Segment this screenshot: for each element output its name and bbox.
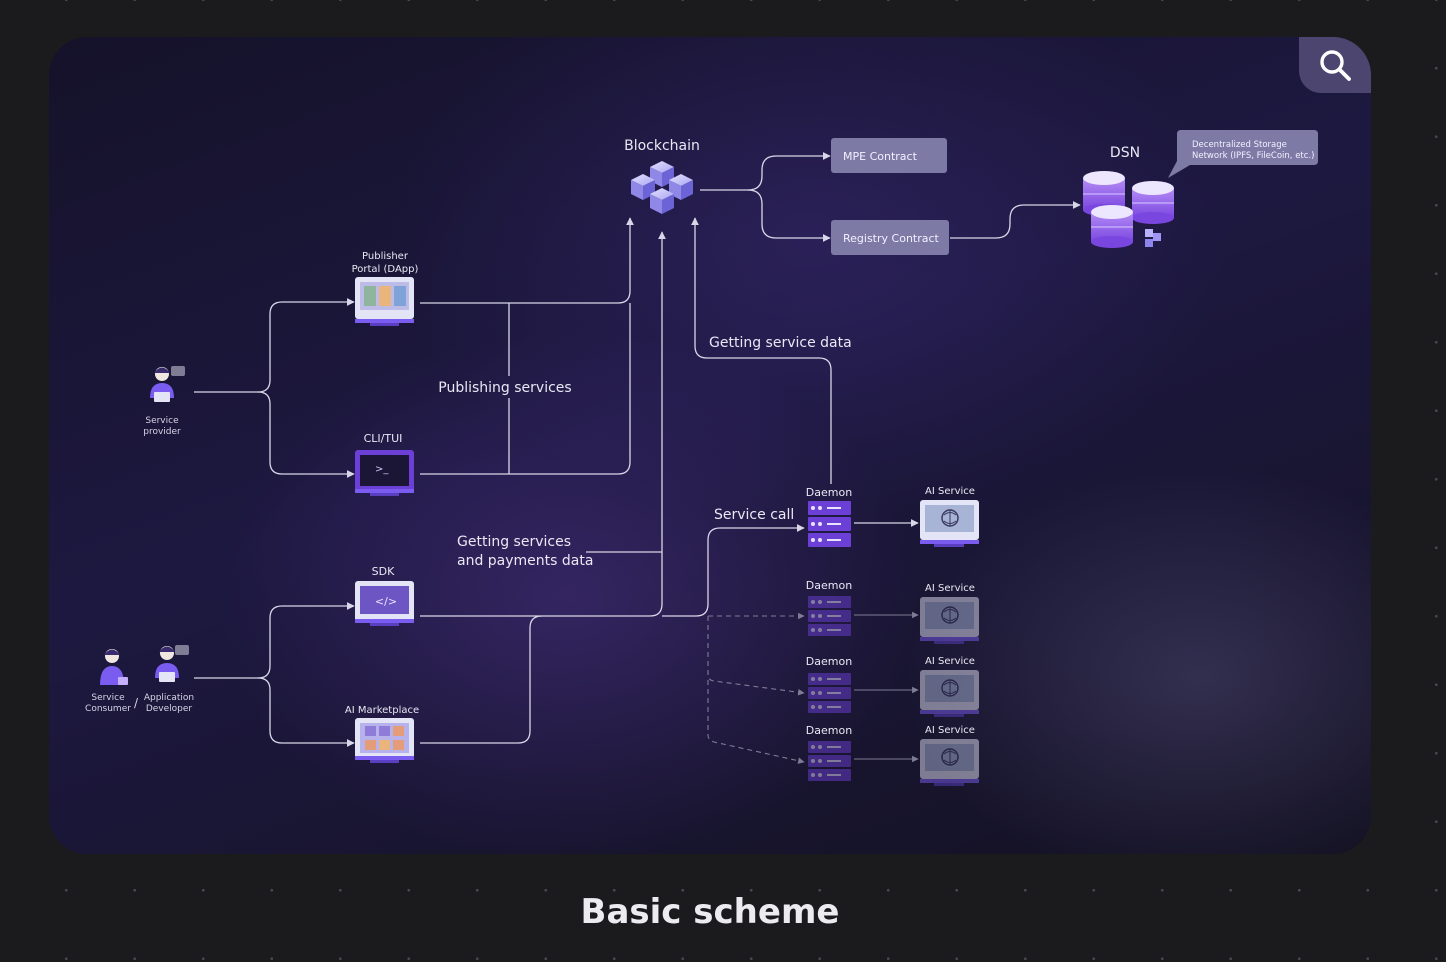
daemon-server-icon [808, 501, 851, 547]
line-blockchain-to-mpe [700, 152, 831, 191]
dsn-database-icon [1083, 171, 1174, 248]
dsn-note-line2: Network (IPFS, FileCoin, etc.) [1192, 151, 1314, 161]
ai-service-label: AI Service [925, 656, 975, 667]
application-developer-icon [155, 645, 189, 682]
ai-service-brain-icon [920, 739, 979, 786]
dsn-note-bubble [1168, 130, 1318, 178]
publisher-portal-label-line1: Publisher [362, 251, 409, 262]
getting-service-data-label: Getting service data [709, 335, 852, 351]
blockchain-label: Blockchain [624, 138, 700, 154]
slash-separator: / [134, 696, 139, 710]
ai-service-label: AI Service [925, 486, 975, 497]
daemon-label: Daemon [806, 655, 852, 668]
sdk-label: SDK [372, 565, 395, 578]
registry-contract-box [831, 220, 949, 255]
ai-service-brain-icon [920, 670, 979, 717]
sdk-code-icon [355, 581, 414, 626]
search-icon [1320, 50, 1351, 81]
app-developer-label-line2: Developer [146, 704, 193, 714]
connectors [194, 152, 1081, 747]
registry-contract-label: Registry Contract [843, 232, 940, 245]
getting-services-label-line1: Getting services [457, 534, 571, 550]
ai-service-label: AI Service [925, 725, 975, 736]
service-consumer-icon [100, 649, 128, 685]
caption-title: Basic scheme [580, 892, 840, 932]
line-marketplace-join [420, 615, 543, 744]
service-provider-label-line2: provider [143, 427, 181, 437]
line-blockchain-to-registry [747, 189, 831, 242]
dsn-label: DSN [1110, 145, 1140, 161]
blockchain-cubes-icon [631, 161, 693, 214]
service-consumer-label-line2: Consumer [85, 704, 131, 714]
ai-marketplace-label: AI Marketplace [345, 705, 419, 716]
sdk-code-text: </> [375, 595, 397, 608]
daemon-server-icon [808, 741, 851, 781]
dsn-note-line1: Decentralized Storage [1192, 140, 1287, 150]
publisher-portal-icon [355, 277, 414, 326]
daemon-label: Daemon [806, 486, 852, 499]
line-consumer-to-marketplace [257, 677, 355, 747]
publishing-services-label: Publishing services [438, 380, 571, 396]
getting-services-label-line2: and payments data [457, 553, 593, 569]
architecture-diagram: Blockchain MPE Contract Registry Contrac… [85, 130, 1318, 786]
line-consumer-to-sdk [194, 602, 355, 679]
line-provider-to-cli [257, 391, 355, 478]
service-provider-label-line1: Service [145, 416, 179, 426]
inactive-connectors [707, 611, 919, 764]
service-provider-icon [150, 366, 185, 402]
line-service-call [662, 524, 805, 617]
service-call-label: Service call [714, 507, 794, 523]
diagram-card: Blockchain MPE Contract Registry Contrac… [49, 37, 1371, 854]
ai-service-brain-icon [920, 500, 979, 547]
line-daemon-to-blockchain [691, 217, 832, 484]
dashed-line-to-daemon3 [707, 616, 805, 696]
line-cli-to-blockchain [420, 303, 631, 475]
daemon-label: Daemon [806, 579, 852, 592]
cli-tui-label: CLI/TUI [364, 432, 403, 445]
mpe-contract-box [831, 138, 947, 173]
ai-marketplace-icon [355, 718, 414, 763]
zoom-search-button[interactable] [1299, 37, 1371, 93]
daemon-label: Daemon [806, 724, 852, 737]
line-sdk-to-blockchain [420, 231, 666, 617]
daemon-server-icon [808, 673, 851, 713]
line-portal-to-blockchain [420, 217, 634, 304]
publisher-portal-label-line2: Portal (DApp) [352, 264, 419, 275]
mpe-contract-label: MPE Contract [843, 150, 918, 163]
service-consumer-label-line1: Service [91, 693, 125, 703]
dashed-line-to-daemon4 [707, 680, 805, 764]
line-registry-to-dsn [950, 201, 1081, 239]
cli-prompt-text: >_ [375, 464, 389, 475]
ai-service-label: AI Service [925, 583, 975, 594]
line-provider-to-portal [194, 298, 355, 393]
ai-service-brain-icon [920, 597, 979, 644]
cli-terminal-icon [355, 450, 414, 496]
app-developer-label-line1: Application [144, 693, 194, 703]
daemon-server-icon [808, 596, 851, 636]
